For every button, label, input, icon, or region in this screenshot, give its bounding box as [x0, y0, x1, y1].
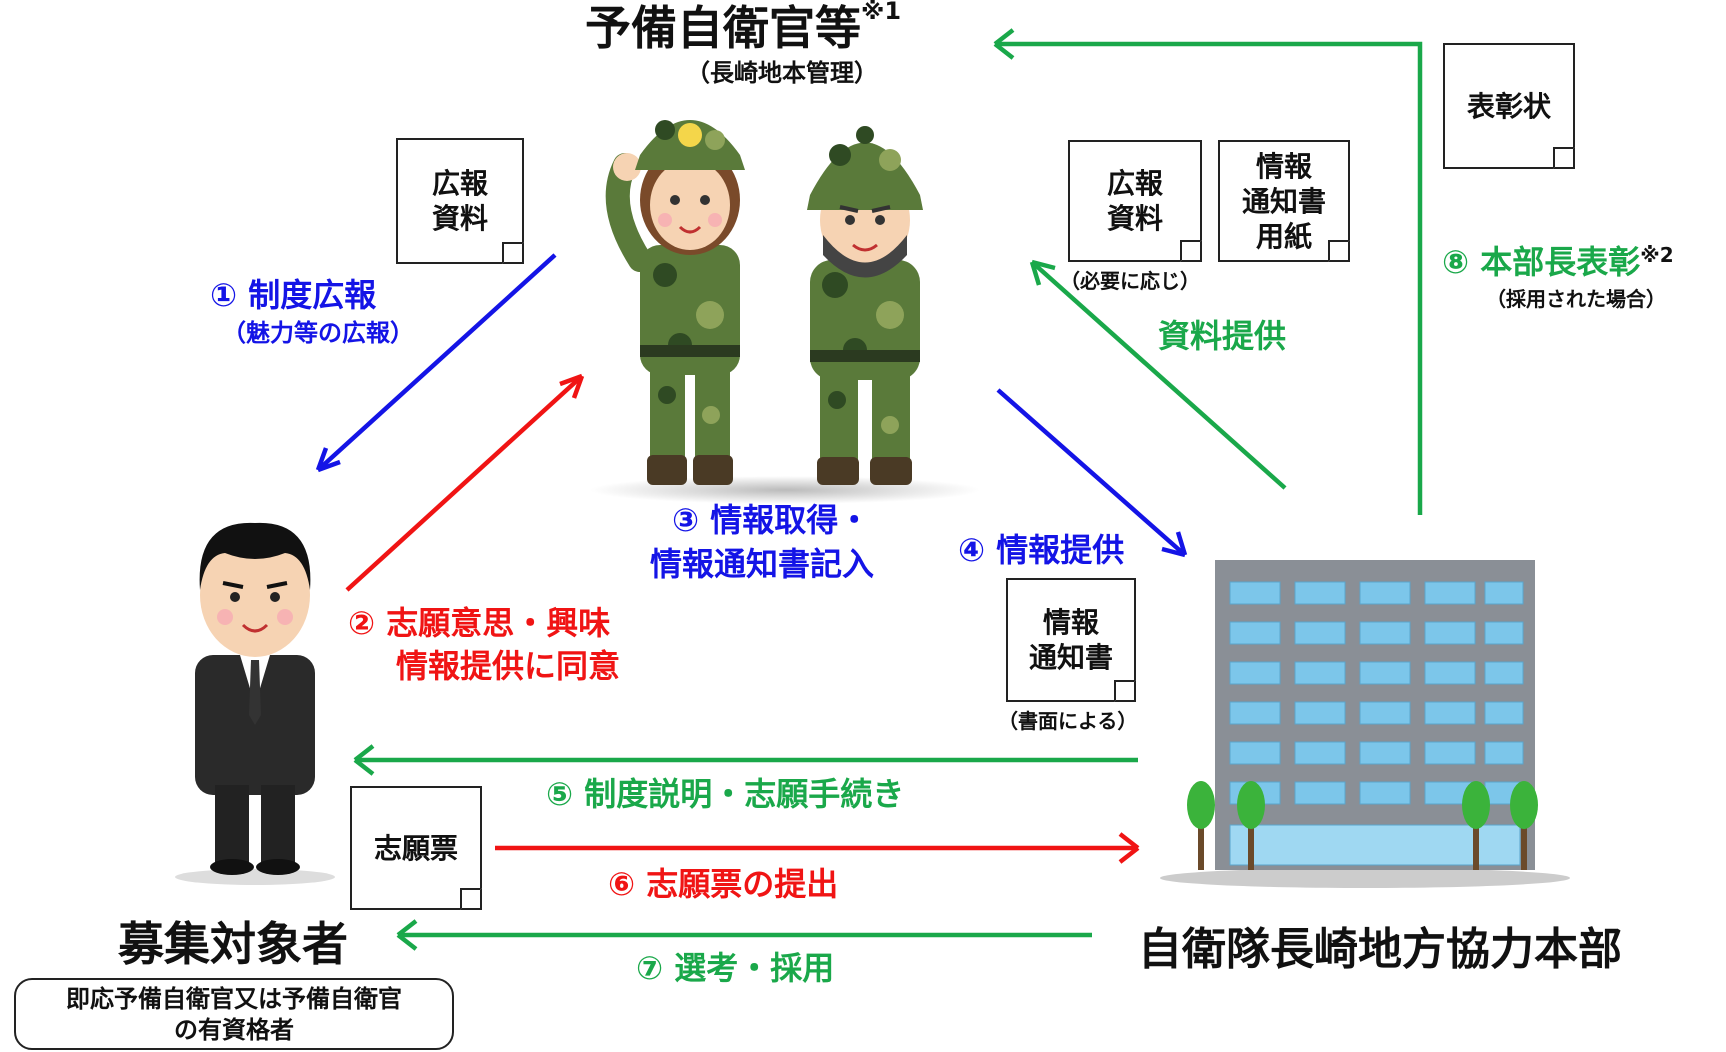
- recruit-title: 募集対象者: [118, 917, 348, 971]
- arrow-step1-head: [315, 447, 341, 473]
- pr-material-note: （必要に応じ）: [1060, 269, 1200, 293]
- step1-sublabel: （魅力等の広報）: [222, 319, 414, 347]
- step3-label-line1: ③ 情報取得・: [672, 501, 871, 539]
- step1-label: ① 制度広報: [210, 276, 377, 314]
- information-notice-document: 情報 通知書: [1006, 578, 1136, 702]
- arrow-step1: [316, 253, 557, 472]
- reservists-title: 予備自衛官等※1: [585, 0, 902, 55]
- arrow-step5-head: [353, 744, 375, 776]
- arrow-step4-head: [1161, 531, 1188, 558]
- arrow-step6-head: [1118, 832, 1140, 864]
- information-notice-note: （書面による）: [998, 709, 1138, 733]
- hq-building-illustration: [1160, 560, 1570, 888]
- pr-material-document-left: 広報 資料: [396, 138, 524, 264]
- step8-note: ※2: [1640, 243, 1674, 267]
- step6-label: ⑥ 志願票の提出: [608, 865, 839, 903]
- arrow-step8-head: [993, 28, 1015, 60]
- arrow-step4: [996, 388, 1187, 557]
- reservist-soldiers-illustration: [590, 120, 980, 504]
- material-provision-label: 資料提供: [1158, 317, 1287, 355]
- step5-label: ⑤ 制度説明・志願手続き: [546, 775, 905, 813]
- arrow-step7-head: [396, 919, 418, 951]
- arrow-step2-head: [559, 373, 585, 399]
- female-soldier-icon: [605, 120, 745, 485]
- step3-label-line2: 情報通知書記入: [650, 545, 875, 583]
- step4-label: ④ 情報提供: [958, 531, 1125, 569]
- notice-form-document: 情報 通知書 用紙: [1218, 140, 1350, 262]
- arrow-material: [1030, 260, 1287, 490]
- step2-label-line2: 情報提供に同意: [396, 647, 621, 685]
- step2-label-line1: ② 志願意思・興味: [348, 604, 611, 642]
- reservists-title-note: ※1: [861, 0, 902, 25]
- recruit-qualification-line2: の有資格者: [174, 1016, 294, 1045]
- step8-label: ⑧ 本部長表彰※2: [1442, 244, 1674, 281]
- male-soldier-icon: [807, 126, 923, 485]
- step7-label: ⑦ 選考・採用: [636, 949, 835, 987]
- application-form-document: 志願票: [350, 786, 482, 910]
- arrow-step2: [345, 374, 584, 592]
- step8-sublabel: （採用された場合）: [1486, 287, 1666, 311]
- reservists-title-text: 予備自衛官等: [585, 1, 861, 55]
- pr-material-document-right: 広報 資料: [1068, 140, 1202, 262]
- arrow-step8: [995, 41, 1423, 515]
- arrow-material-head: [1029, 259, 1056, 286]
- recruit-qualification-line1: 即応予備自衛官又は予備自衛官: [66, 985, 402, 1013]
- reservists-subtitle: （長崎地本管理）: [686, 59, 878, 87]
- recruit-qualification-box: 即応予備自衛官又は予備自衛官 の有資格者: [14, 978, 454, 1050]
- hq-title: 自衛隊長崎地方協力本部: [1138, 924, 1622, 975]
- recruit-person-illustration: [175, 522, 335, 885]
- step8-label-text: ⑧ 本部長表彰: [1442, 243, 1641, 281]
- award-certificate-document: 表彰状: [1443, 43, 1575, 169]
